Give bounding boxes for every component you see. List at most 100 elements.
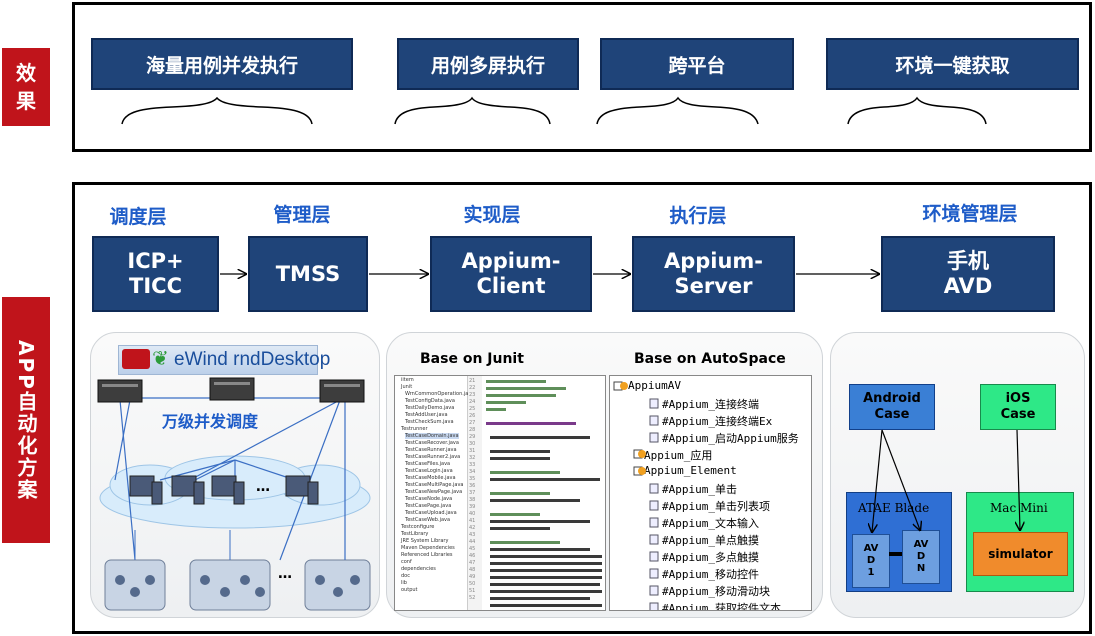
- line-number: 35: [469, 476, 476, 482]
- junit-tree-item: output: [401, 587, 418, 593]
- tree-node: #Appium_启动Appium服务: [662, 432, 799, 445]
- avd1-box: AV D 1: [852, 534, 890, 588]
- ellipsis-devices: …: [278, 566, 292, 582]
- junit-tree-item: iitem: [401, 377, 414, 383]
- line-number: 51: [469, 588, 476, 594]
- junit-tree-item: TestCaseRunner2.java: [405, 454, 461, 460]
- brand-banner: [118, 345, 318, 375]
- junit-title: Base on Junit: [420, 351, 524, 367]
- junit-tree-item: JRE System Library: [401, 538, 449, 544]
- junit-tree-item: Referenced Libraries: [401, 552, 453, 558]
- autospace-title: Base on AutoSpace: [634, 351, 786, 367]
- layer-title-env-management: 环境管理层: [922, 203, 1018, 225]
- line-number: 44: [469, 539, 476, 545]
- junit-tree-item: TestCaseMultiPage.java: [405, 482, 464, 488]
- layer-box-appium-server: Appium- Server: [632, 236, 795, 312]
- junit-tree-item: TestCasePage.java: [405, 503, 452, 509]
- line-number: 40: [469, 511, 476, 517]
- junit-tree-item: TestCaseLogin.java: [405, 468, 453, 474]
- junit-tree-item: TestCheckSum.java: [405, 419, 454, 425]
- line-number: 31: [469, 448, 476, 454]
- junit-tree-item: TestCaseRunner.java: [405, 447, 457, 453]
- junit-tree-item: dependencies: [401, 566, 436, 572]
- tree-node: #Appium_连接终端Ex: [662, 415, 773, 428]
- junit-tree-item: conf: [401, 559, 412, 565]
- line-number: 38: [469, 497, 476, 503]
- tree-node-appiumav: AppiumAV: [628, 379, 681, 392]
- junit-tree-item: doc: [401, 573, 410, 579]
- effect-box-oneclick-env: 环境一键获取: [826, 38, 1079, 90]
- brand-title: eWind rndDesktop: [174, 349, 331, 370]
- scheduling-caption: 万级并发调度: [162, 412, 259, 431]
- line-number: 46: [469, 553, 476, 559]
- line-number: 52: [469, 595, 476, 601]
- tree-node: #Appium_单点触摸: [662, 534, 759, 547]
- junit-tree-item: Junit: [401, 384, 413, 390]
- autospace-tree-screenshot: AppiumAV #Appium_连接终端 #Appium_连接终端Ex #Ap…: [609, 375, 812, 611]
- leaf-icon: ❦: [152, 346, 169, 370]
- line-number: 26: [469, 413, 476, 419]
- layer-title-execution: 执行层: [669, 205, 727, 227]
- junit-tree-item: WrnCommonOperation.java: [405, 391, 475, 397]
- tree-node: #Appium_获取控件文本: [662, 602, 781, 611]
- line-number: 28: [469, 427, 476, 433]
- junit-tree-item: TestCaseNode.java: [405, 496, 453, 502]
- junit-tree-item: TestCaseFiles.java: [405, 461, 451, 467]
- line-number: 29: [469, 434, 476, 440]
- line-number: 36: [469, 483, 476, 489]
- tree-node: #Appium_连接终端: [662, 398, 759, 411]
- line-number: 50: [469, 581, 476, 587]
- line-number: 22: [469, 385, 476, 391]
- layer-box-phone-avd: 手机 AVD: [881, 236, 1055, 312]
- junit-code-lines: 21 22 23 24 25 26 27 28 29 30 31 32 33 3…: [468, 376, 605, 610]
- junit-tree-item: TestCaseWeb.java: [405, 517, 451, 523]
- avd-link: [889, 552, 902, 556]
- brace-connectors: [121, 96, 987, 125]
- junit-tree-item: TestAddUser.java: [405, 412, 448, 418]
- line-number: 24: [469, 399, 476, 405]
- solution-label: APP自动化方案: [2, 297, 50, 543]
- scheduling-topology: [97, 377, 371, 611]
- line-number: 42: [469, 525, 476, 531]
- line-number: 45: [469, 546, 476, 552]
- line-number: 23: [469, 392, 476, 398]
- junit-tree-item: Testconfigure: [401, 524, 435, 530]
- effect-label: 效 果: [2, 48, 50, 126]
- env-arrows: [830, 429, 1085, 550]
- line-number: 21: [469, 378, 476, 384]
- line-number: 37: [469, 490, 476, 496]
- junit-tree-item: Testrunner: [401, 426, 428, 432]
- tree-node: #Appium_单击列表项: [662, 500, 770, 513]
- tree-node: #Appium_多点触摸: [662, 551, 759, 564]
- effect-box-concurrent: 海量用例并发执行: [91, 38, 353, 90]
- junit-tree-item: TestLibrary: [401, 531, 429, 537]
- layer-title-management: 管理层: [273, 204, 331, 226]
- junit-tree-item: TestCaseDomain.java: [405, 433, 459, 439]
- tree-node-appium-element: Appium_Element: [644, 464, 737, 477]
- layer-title-implementation: 实现层: [463, 204, 521, 226]
- junit-tree-item: TestCaseRecover.java: [405, 440, 459, 446]
- line-number: 49: [469, 574, 476, 580]
- junit-tree-item: lib: [401, 580, 407, 586]
- junit-tree-item: TestDailyDemo.java: [405, 405, 455, 411]
- brand-logo: [122, 349, 150, 369]
- line-number: 34: [469, 469, 476, 475]
- layer-box-tmss: TMSS: [248, 236, 368, 312]
- line-number: 39: [469, 504, 476, 510]
- line-number: 33: [469, 462, 476, 468]
- line-number-gutter: [468, 376, 482, 610]
- layer-title-scheduling: 调度层: [109, 206, 167, 228]
- tree-node-appium-app: Appium_应用: [644, 449, 713, 462]
- ellipsis-cloud: …: [256, 479, 270, 495]
- atae-blade-label: ATAE Blade: [858, 501, 930, 515]
- junit-tree-item: TestConfigData.java: [405, 398, 455, 404]
- junit-tree-item: TestCaseUpload.java: [405, 510, 457, 516]
- junit-ide-screenshot: iitem Junit WrnCommonOperation.java Test…: [394, 375, 606, 611]
- junit-tree-item: Maven Dependencies: [401, 545, 455, 551]
- tree-node: #Appium_移动滑动块: [662, 585, 770, 598]
- junit-tree-item: TestCaseMobile.java: [405, 475, 456, 481]
- simulator-box: simulator: [973, 532, 1068, 576]
- layer-box-appium-client: Appium- Client: [430, 236, 592, 312]
- tree-node: #Appium_单击: [662, 483, 737, 496]
